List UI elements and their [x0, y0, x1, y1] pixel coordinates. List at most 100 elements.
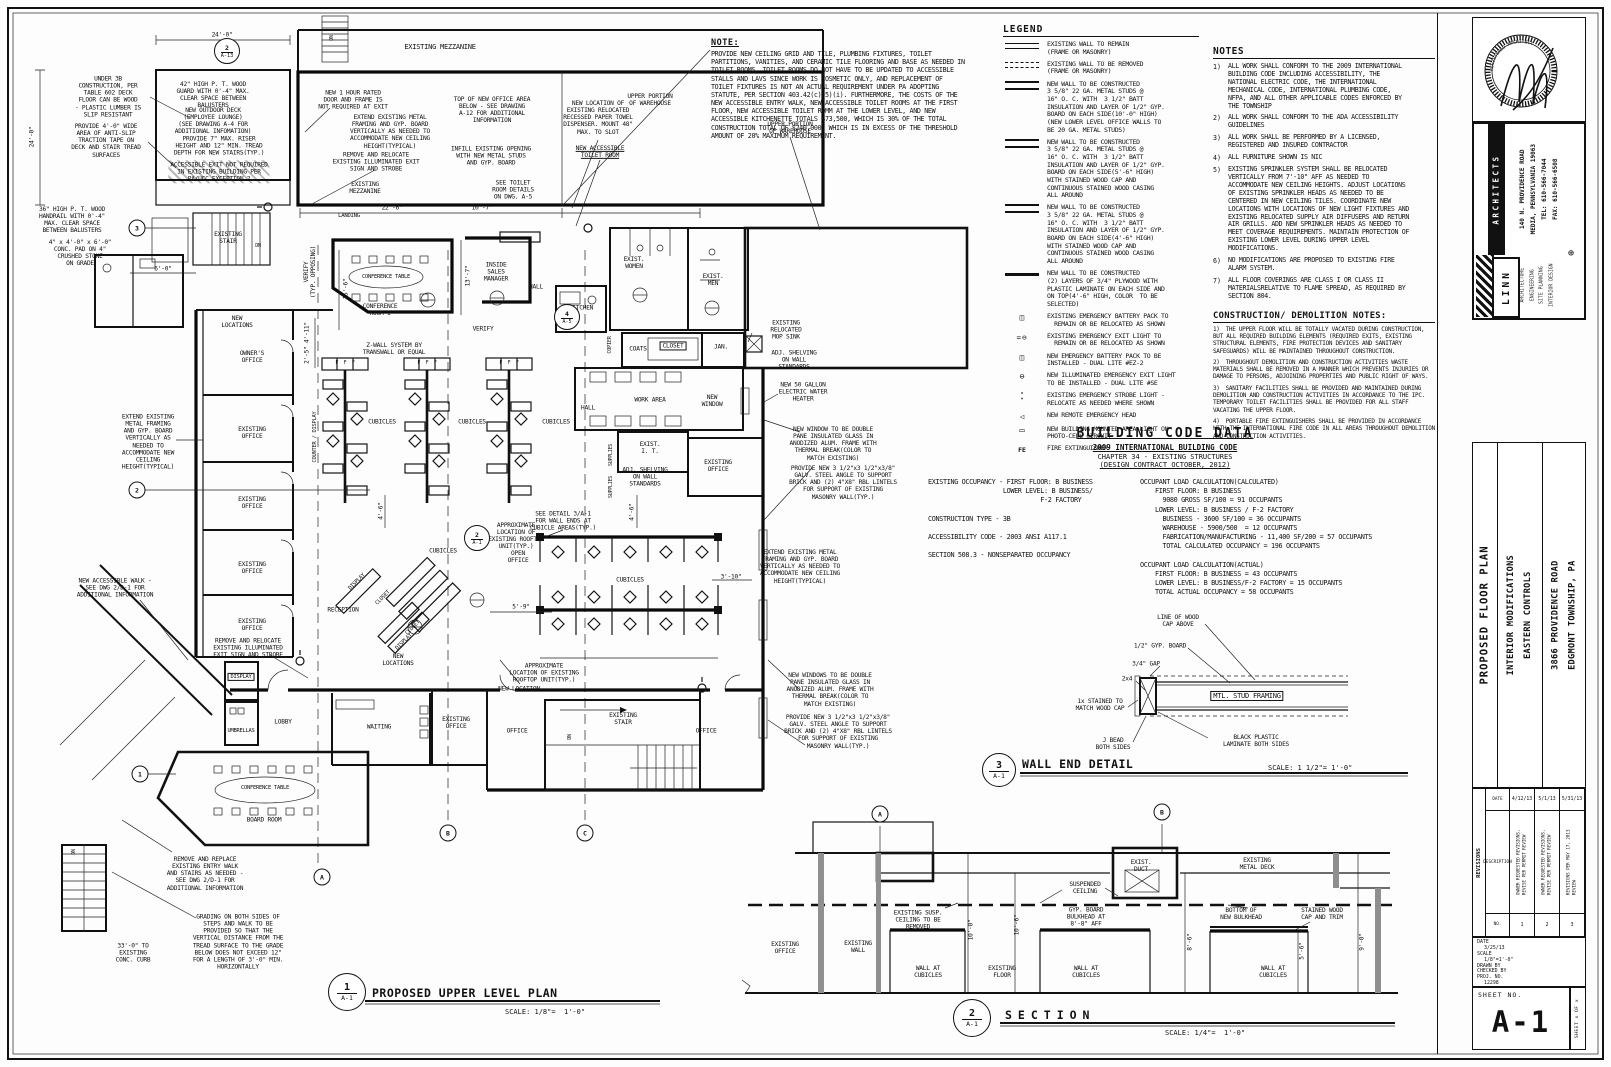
sheet-number: A-1: [1491, 1005, 1551, 1039]
detail-label: MTL. STUD FRAMING: [1210, 690, 1284, 702]
detail-title-scale: SCALE: 1 1/2"= 1'-0": [1268, 764, 1353, 772]
section-label: 5'-6": [1298, 942, 1306, 960]
service-line: ARCHITECTURE: [1520, 267, 1526, 303]
svg-text:REGISTERED ARCHITECT: REGISTERED ARCHITECT: [1489, 39, 1534, 71]
plan-label: EXIST. MEN: [702, 272, 724, 287]
wall-new-icon: [1003, 81, 1041, 90]
project-title-block: PROPOSED FLOOR PLAN INTERIOR MODIFICATIO…: [1472, 442, 1586, 788]
plan-label: OFFICE: [695, 727, 717, 735]
plan-label: PROVIDE NEW 3 1/2"x3 1/2"x3/8" GALV. STE…: [789, 465, 897, 501]
plan-label: SEE TOILET ROOM DETAILS ON DWG. A-5: [492, 179, 534, 201]
revisions-header-column: DATE DESCRIPTION NO.: [1483, 789, 1512, 936]
detail-label: J BEAD BOTH SIDES: [1095, 736, 1131, 751]
reference-bubble: B: [1153, 803, 1171, 821]
plan-label: F F F: [417, 360, 437, 367]
section-label: WALL AT CUBICLES: [914, 964, 942, 979]
section-label: 10'-6": [1013, 914, 1021, 936]
wall-new-icon: [1003, 204, 1041, 213]
plan-label: APPROXIMATE LOCATION OF EXISTING ROOFTOP…: [488, 521, 544, 551]
plan-label: RECEPTION: [327, 606, 359, 614]
drawing-info-block: DATE 3/25/13 SCALE 1/8"=1'-0" DRAWN BY C…: [1472, 937, 1586, 987]
legend-item-text: NEW WALL TO BE CONSTRUCTED 3 5/8" 22 GA.…: [1047, 79, 1165, 134]
plan-label: JAN.: [714, 343, 728, 351]
section-label: WALL AT CUBICLES: [1259, 964, 1287, 979]
bcd-contract: (DESIGN CONTRACT OCTOBER, 2012): [1099, 461, 1231, 469]
registration-target-icon: ⊕: [1568, 248, 1575, 259]
reference-bubble: 1: [131, 765, 149, 783]
plan-label: NEW ACCESSIBLE WALK - SEE DWG 2/D-1 FOR …: [76, 577, 154, 599]
reference-bubble: 3: [128, 219, 146, 237]
detail-label: LINE OF WOOD CAP ABOVE: [1157, 613, 1199, 628]
plan-label: 10'-7": [471, 204, 493, 212]
plan-label: WORK AREA: [634, 396, 666, 404]
wall-removed-icon: [1003, 61, 1041, 70]
plan-label: EXISTING STAIR: [609, 711, 637, 726]
legend-item: NEW WALL TO BE CONSTRUCTED 3 5/8" 22 GA.…: [1003, 138, 1199, 200]
plan-label: NEW LOCATION OF EXISTING RELOCATED RECES…: [563, 100, 633, 136]
demolition-notes-title: CONSTRUCTION/ DEMOLITION NOTES:: [1213, 311, 1435, 323]
section-title: SECTION: [1005, 1008, 1096, 1022]
revisions-block: REVISIONS DATE DESCRIPTION NO. 4/12/13 O…: [1472, 788, 1586, 937]
detail-label: BLACK PLASTIC LAMINATE BOTH SIDES: [1222, 733, 1290, 748]
legend-item: FIRE EXTINGUISHER: [1003, 445, 1199, 454]
service-line: SITE PLANNING: [1540, 266, 1546, 304]
legend-item: EXISTING WALL TO BE REMOVED (FRAME OR MA…: [1003, 60, 1199, 76]
plan-label: OPEN OFFICE: [507, 549, 529, 564]
plan-label: INFILL EXISTING OPENING WITH NEW METAL S…: [451, 145, 531, 167]
detail-title: WALL END DETAIL: [1022, 757, 1134, 771]
linn-logo: LINN: [1492, 257, 1520, 318]
wall-laminate-icon: [1003, 270, 1041, 279]
section-label: EXISTING WALL: [844, 939, 872, 954]
legend-item-text: EXISTING EMERGENCY EXIT LIGHT TO REMAIN …: [1047, 331, 1165, 348]
detail-label: 2x4: [1121, 675, 1133, 683]
section-label: EXISTING METAL DECK: [1239, 856, 1275, 871]
checked-by-label: CHECKED BY: [1477, 968, 1507, 975]
plan-label: CUBICLES: [429, 547, 457, 555]
legend-item-text: FIRE EXTINGUISHER: [1047, 444, 1108, 453]
project-address-column: 3866 PROVIDENCE ROAD EDGMONT TOWNSHIP, P…: [1542, 443, 1587, 787]
plan-label: UPPER PORTION OF WAREHOUSE: [627, 92, 673, 107]
section-label: EXIST. DUCT: [1130, 858, 1152, 873]
plan-label: NEW 1 HOUR RATED DOOR AND FRAME IS NOT R…: [318, 89, 388, 111]
section-label: STAINED WOOD CAP AND TRIM: [1301, 906, 1343, 921]
legend-item: NEW BUILDING MOUNTED AREA LIGHT ON PHOTO…: [1003, 425, 1199, 441]
exit-existing-icon: [1003, 333, 1041, 342]
plan-label: BOARD ROOM: [246, 816, 282, 824]
plan-label: ADJ. SHELVING ON WALL STANDARDS: [771, 349, 817, 371]
sheet-number-block: SHEET NO. A-1: [1472, 987, 1570, 1050]
plan-label: CUBICLES: [368, 418, 396, 426]
section-title-bubble: 2 A-1: [953, 999, 991, 1037]
plan-label: EXISTING RELOCATED MOP SINK: [770, 319, 802, 341]
revisions-rows: 4/12/13 OWNER REQUESTED REVISIONS, REVIS…: [1510, 789, 1585, 936]
plan-label: 2'-5" 4'-11": [303, 322, 311, 364]
plan-label: VERIFY: [472, 325, 494, 333]
plan-label: NEW LOCATION: [498, 685, 540, 693]
legend-item: NEW WALL TO BE CONSTRUCTED (2) LAYERS OF…: [1003, 269, 1199, 308]
title-block-separator: [1437, 13, 1438, 1054]
section-label: 10'-0": [967, 919, 975, 941]
battery-new-icon: [1003, 353, 1041, 362]
revisions-title-cell: REVISIONS: [1473, 789, 1486, 936]
demolition-note-item: 1)THE UPPER FLOOR WILL BE TOTALLY VACATE…: [1213, 325, 1425, 355]
plan-label: EXISTING OFFICE: [704, 458, 732, 473]
plan-label: EXISTING MEZZANINE: [349, 180, 381, 195]
section-label: EXISTING OFFICE: [771, 940, 799, 955]
plan-label: DISPLAY: [227, 672, 255, 682]
plan-label: COATS: [629, 345, 647, 353]
battery-existing-icon: [1003, 313, 1041, 322]
plan-label: SUPPLIES: [608, 443, 615, 467]
section-label: GYP. BOARD BULKHEAD AT 8'-8" AFF: [1066, 906, 1106, 928]
plan-label: HALL: [529, 283, 543, 291]
note-item: 5) EXISTING SPRINKLER SYSTEM SHALL BE RE…: [1213, 165, 1409, 253]
plan-label: NEW ACCESSIBLE TOILET ROOM: [575, 144, 625, 159]
note-item: 2) ALL WORK SHALL CONFORM TO THE ADA ACC…: [1213, 113, 1399, 130]
plan-label: APPROXIMATE LOCATION OF EXISTING ROOFTOP…: [509, 662, 579, 684]
section-title-scale: SCALE: 1/4"= 1'-0": [1165, 1029, 1246, 1037]
plan-label: LOBBY: [274, 718, 292, 726]
project-number-value: 12298: [1484, 980, 1499, 987]
bcd-chapter: CHAPTER 34 - EXISTING STRUCTURES: [1097, 453, 1233, 461]
revision-entry: 5/1/13 OWNER REQUESTED REVISIONS, REVISE…: [1535, 789, 1560, 936]
legend-item: NEW EMERGENCY BATTERY PACK TO BE INSTALL…: [1003, 352, 1199, 368]
